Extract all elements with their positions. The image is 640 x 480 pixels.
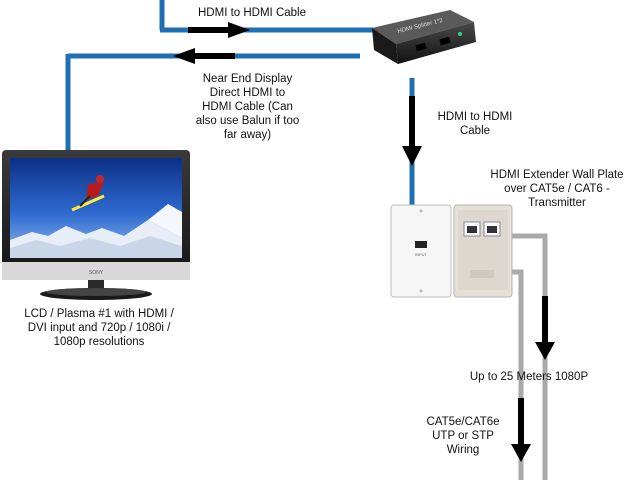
arrow-down-hdmi — [402, 96, 422, 166]
cat-cable-outer — [498, 233, 548, 480]
tv-icon: SONY — [2, 150, 190, 300]
hdmi-splitter-icon: HDMI Splitter 1*2 — [372, 10, 476, 64]
label-hdmi-cable-top: HDMI to HDMI Cable — [198, 7, 306, 19]
label-extender-wall-plate: HDMI Extender Wall Plate over CAT5e / CA… — [490, 169, 624, 209]
arrow-down-cat-2 — [511, 398, 531, 462]
wall-plate-input-icon: INPUT — [390, 204, 452, 298]
snowboarder-icon — [71, 175, 105, 212]
label-up-to-25m: Up to 25 Meters 1080P — [469, 371, 589, 383]
tv-brand: SONY — [89, 270, 104, 276]
arrow-down-cat-1 — [535, 296, 555, 360]
label-near-end-display: Near End Display Direct HDMI to HDMI Cab… — [195, 73, 300, 141]
transmitter-icon — [453, 204, 513, 298]
label-lcd-plasma: LCD / Plasma #1 with HDMI / DVI input an… — [24, 308, 174, 348]
label-cat-wiring: CAT5e/CAT6e UTP or STP Wiring — [426, 416, 500, 456]
label-hdmi-cable-down: HDMI to HDMI Cable — [437, 111, 513, 137]
arrow-right — [188, 22, 250, 38]
wall-plate-port-label: INPUT — [415, 252, 428, 257]
arrow-left — [173, 48, 235, 64]
